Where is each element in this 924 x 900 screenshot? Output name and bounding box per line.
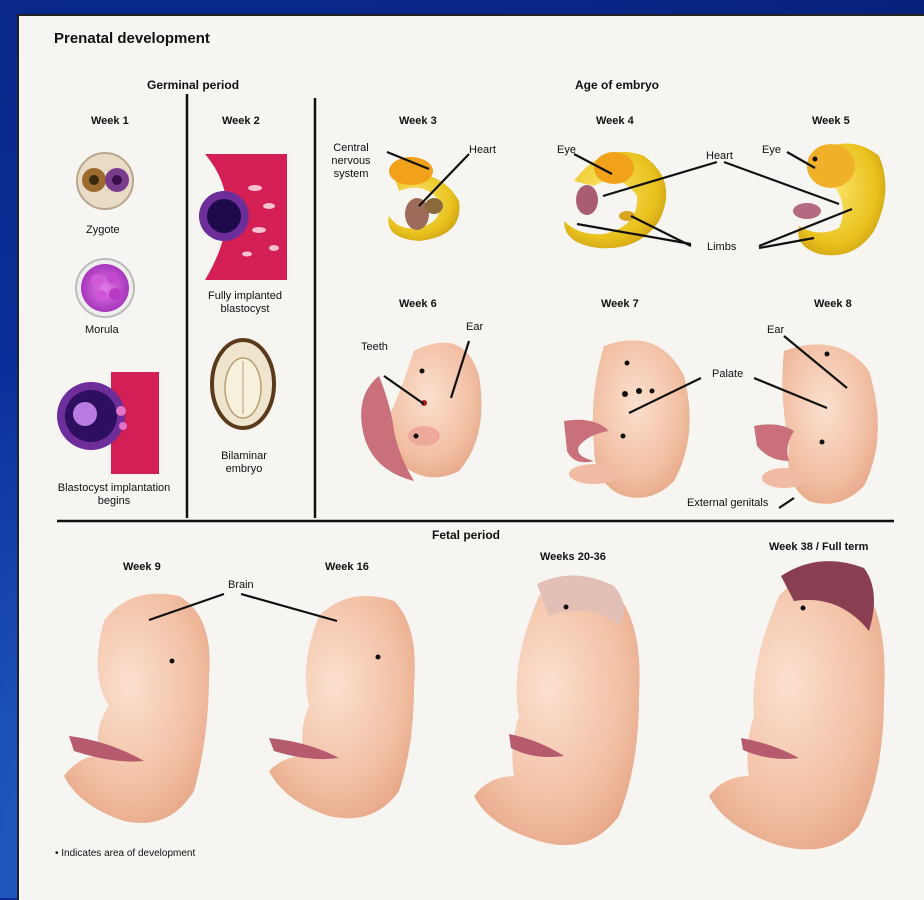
cns-label: Central nervous system: [319, 142, 383, 181]
page-title: Prenatal development: [54, 30, 210, 47]
legend-note: • Indicates area of development: [55, 848, 195, 859]
week6-embryo-illustration: [361, 343, 481, 481]
teeth-label: Teeth: [361, 341, 388, 353]
eye-label-week4: Eye: [557, 144, 576, 156]
week8-label: Week 8: [814, 298, 852, 310]
week1-label: Week 1: [91, 115, 129, 127]
limbs-label: Limbs: [707, 241, 736, 253]
ear-label-week8: Ear: [767, 324, 784, 336]
external-genitals-label: External genitals: [687, 497, 768, 509]
diagram-panel: Prenatal development Germinal period Age…: [17, 14, 924, 900]
heart-label-week3: Heart: [469, 144, 496, 156]
week3-label: Week 3: [399, 115, 437, 127]
weeks20-36-label: Weeks 20-36: [540, 551, 606, 563]
fully-implanted-illustration: [199, 154, 287, 280]
fully-implanted-label: Fully implanted blastocyst: [195, 290, 295, 316]
week16-label: Week 16: [325, 561, 369, 573]
implantation-begins-illustration: [57, 372, 159, 474]
weeks20-36-fetus-illustration: [474, 575, 640, 845]
ear-label-week6: Ear: [466, 321, 483, 333]
week7-embryo-illustration: [564, 340, 690, 498]
section-label-germinal: Germinal period: [147, 78, 239, 92]
week2-label: Week 2: [222, 115, 260, 127]
bilaminar-embryo-illustration: [212, 340, 274, 428]
week16-fetus-illustration: [269, 596, 415, 818]
heart-label-week4-5: Heart: [706, 150, 733, 162]
week3-embryo-illustration: [388, 157, 459, 241]
morula-illustration: [76, 259, 134, 317]
eye-label-week5: Eye: [762, 144, 781, 156]
implantation-begins-label: Blastocyst implantation begins: [49, 482, 179, 508]
zygote-label: Zygote: [86, 224, 120, 236]
brain-label: Brain: [228, 579, 254, 591]
palate-label: Palate: [712, 368, 743, 380]
week4-embryo-illustration: [564, 152, 666, 248]
zygote-illustration: [77, 153, 133, 209]
week38-label: Week 38 / Full term: [769, 541, 868, 553]
bilaminar-label: Bilaminar embryo: [211, 450, 277, 476]
week4-label: Week 4: [596, 115, 634, 127]
week38-fetus-illustration: [709, 561, 885, 849]
week7-label: Week 7: [601, 298, 639, 310]
week9-fetus-illustration: [64, 594, 210, 823]
section-label-fetal: Fetal period: [432, 528, 500, 542]
week8-embryo-illustration: [754, 344, 878, 504]
week9-label: Week 9: [123, 561, 161, 573]
week6-label: Week 6: [399, 298, 437, 310]
section-label-embryo: Age of embryo: [575, 78, 659, 92]
divider-lines: [57, 94, 894, 521]
week5-label: Week 5: [812, 115, 850, 127]
morula-label: Morula: [85, 324, 119, 336]
